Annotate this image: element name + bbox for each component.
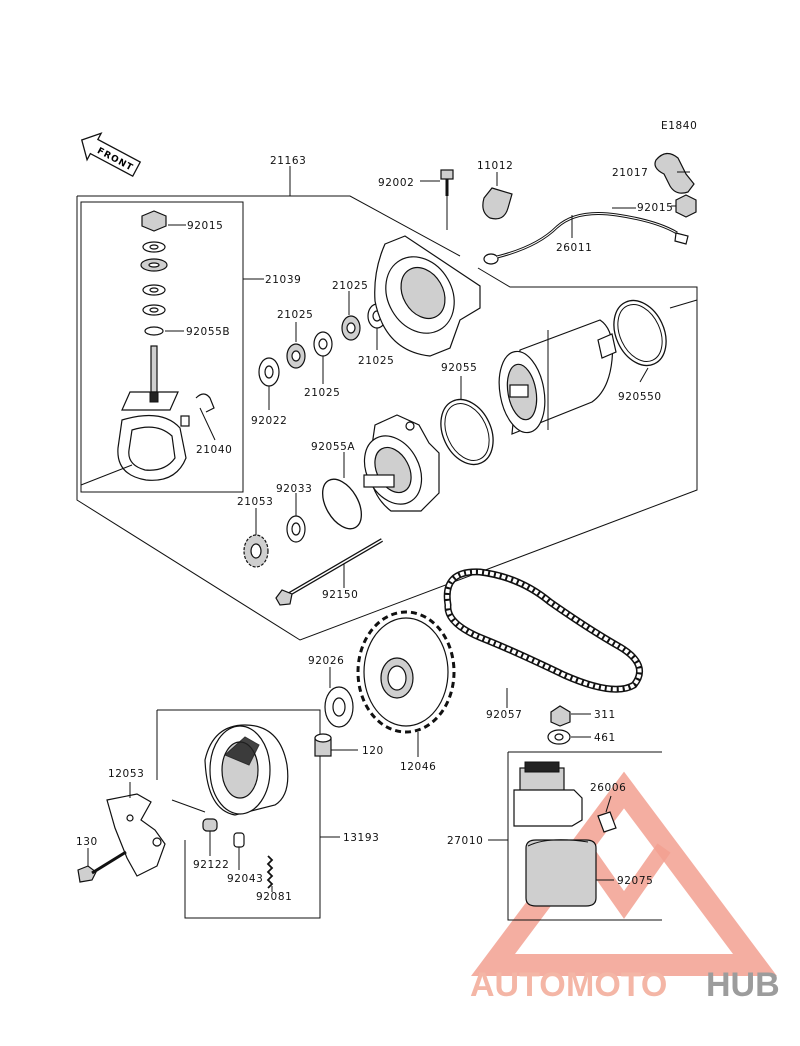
terminal-cap (482, 172, 513, 220)
nut-92015 (671, 194, 697, 218)
terminal-boot (654, 152, 695, 194)
roller-92122 (202, 818, 218, 856)
starter-yoke-body (460, 319, 617, 435)
watermark-moto: MOTO (566, 966, 667, 1004)
washer-92026 (324, 667, 354, 728)
label-12053: 12053 (108, 768, 144, 780)
watermark-hub: HUB (706, 966, 780, 1004)
label-21025-d: 21025 (304, 387, 340, 399)
label-92122: 92122 (193, 859, 229, 871)
label-21053: 21053 (237, 496, 273, 508)
front-cover (363, 414, 440, 512)
starter-clutch-box (157, 709, 321, 919)
label-13193: 13193 (343, 832, 379, 844)
terminal-nut-stack (80, 210, 264, 486)
label-21025-a: 21025 (332, 280, 368, 292)
plunger-92043 (233, 832, 245, 870)
label-92026: 92026 (308, 655, 344, 667)
o-ring-92055 (440, 398, 494, 466)
washer-set (258, 291, 387, 410)
brush-holder-box (80, 201, 244, 493)
rear-end-cover (374, 193, 481, 357)
bracket-12053 (106, 782, 166, 877)
label-920550: 920550 (618, 391, 662, 403)
part-labels: 21163 92002 11012 21017 92015 26011 9201… (76, 155, 673, 903)
label-26006: 26006 (590, 782, 626, 794)
watermark-auto: AUTO (470, 966, 566, 1004)
o-ring-92055a (322, 452, 362, 530)
label-92081: 92081 (256, 891, 292, 903)
starter-group-outline (76, 166, 698, 641)
label-92022: 92022 (251, 415, 287, 427)
label-21163: 21163 (270, 155, 306, 167)
washer-461 (547, 729, 591, 745)
spring-92081 (266, 855, 274, 892)
label-21017: 21017 (612, 167, 648, 179)
fuse-26006 (597, 795, 617, 833)
front-arrow: FRONT (80, 132, 142, 178)
label-21039: 21039 (265, 274, 301, 286)
label-92033: 92033 (276, 483, 312, 495)
starter-chain (443, 568, 644, 708)
label-92043: 92043 (227, 873, 263, 885)
label-21040: 21040 (196, 444, 232, 456)
pinion-gear-21053 (243, 508, 269, 568)
label-11012: 11012 (477, 160, 513, 172)
starter-relay (513, 761, 583, 827)
label-92055a: 92055A (311, 441, 355, 453)
label-92055b: 92055B (186, 326, 230, 338)
idle-gear-120 (314, 733, 358, 757)
label-92015-top: 92015 (637, 202, 673, 214)
diagram-code: E1840 (661, 120, 697, 132)
label-12046: 12046 (400, 761, 436, 773)
label-92015-left: 92015 (187, 220, 223, 232)
relay-box (507, 752, 662, 921)
watermark-text: AUTO MOTO HUB (470, 966, 780, 1004)
bolt-92002 (420, 169, 454, 196)
label-21025-b: 21025 (277, 309, 313, 321)
label-92002: 92002 (378, 177, 414, 189)
relay-cover-92075 (525, 839, 614, 907)
starter-clutch (171, 724, 340, 838)
label-21025-c: 21025 (358, 355, 394, 367)
oil-seal-92033 (286, 493, 306, 543)
through-bolt-92150 (275, 538, 384, 606)
label-92075: 92075 (617, 875, 653, 887)
o-ring-920550 (613, 299, 698, 383)
label-27010: 27010 (447, 835, 483, 847)
label-92150: 92150 (322, 589, 358, 601)
sprocket-12046 (356, 610, 456, 757)
label-311: 311 (594, 709, 616, 721)
bolt-130 (77, 848, 127, 883)
nut-311 (550, 705, 591, 727)
label-92057: 92057 (486, 709, 522, 721)
label-120: 120 (362, 745, 384, 757)
label-461: 461 (594, 732, 616, 744)
label-26011: 26011 (556, 242, 592, 254)
label-92055: 92055 (441, 362, 477, 374)
label-130: 130 (76, 836, 98, 848)
starter-cable (483, 207, 689, 265)
